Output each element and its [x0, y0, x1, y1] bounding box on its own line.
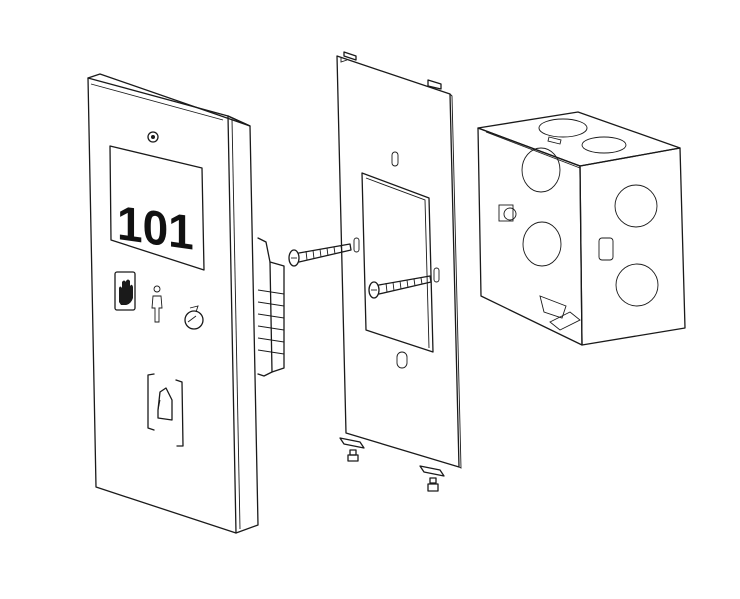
doorbell-icon [147, 373, 184, 447]
doorplate-panel: 101 [87, 73, 285, 534]
mounting-foot-left [339, 437, 365, 462]
heat-sink-fins [257, 289, 285, 355]
machine-screw-lower [368, 275, 432, 299]
mounting-plate [336, 51, 462, 492]
number-display [109, 145, 205, 271]
machine-screw-upper [288, 243, 352, 267]
camera-lens-icon [147, 131, 159, 143]
room-number: 101 [117, 196, 194, 261]
make-up-room-icon [184, 305, 204, 330]
do-not-disturb-hand-icon [114, 271, 136, 311]
electrical-junction-box [477, 111, 686, 346]
mounting-foot-right [419, 465, 445, 492]
person-icon [151, 285, 163, 323]
clamp-screw [498, 204, 517, 222]
